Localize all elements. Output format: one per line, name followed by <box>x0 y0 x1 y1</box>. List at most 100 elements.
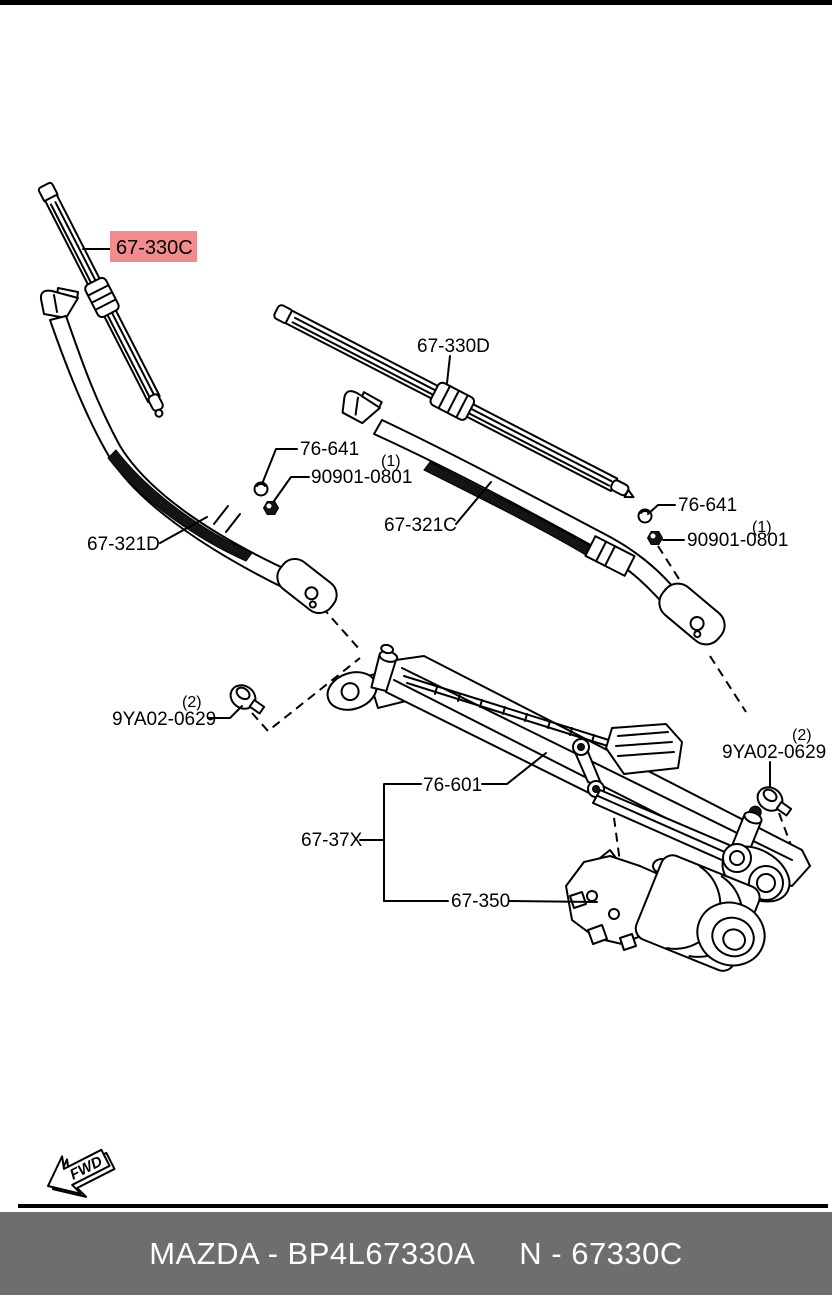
highlight-box <box>110 231 197 262</box>
footer-bar: MAZDA - BP4L67330A N - 67330C <box>0 1212 832 1295</box>
label-cap-right[interactable]: 76-641 <box>678 495 737 516</box>
label-nut-qty-left: (1) <box>381 453 401 470</box>
arm-left-hook <box>39 289 79 319</box>
label-bolt-qty-right: (2) <box>792 727 812 744</box>
leader-cap-right <box>647 504 676 515</box>
arm-right-pivot-plate <box>658 582 726 646</box>
fwd-arrow: FWD <box>47 1148 116 1198</box>
linkage-frame <box>385 655 811 887</box>
leader-lines <box>82 248 771 903</box>
arm-right-plate-hole-small <box>693 630 702 639</box>
label-blade-right[interactable]: 67-330D <box>417 336 490 357</box>
mount-nut-right <box>646 531 664 545</box>
wiper-blade-left <box>37 181 164 418</box>
clip-ridge <box>94 298 117 311</box>
flange-left-hole <box>340 682 360 702</box>
label-motor[interactable]: 67-350 <box>451 891 510 912</box>
linkage-assembly <box>326 643 811 903</box>
footer-rule <box>18 1204 828 1208</box>
cap-left-detail <box>256 483 266 487</box>
wiper-arm-left <box>39 287 338 615</box>
leader-cap-left <box>261 448 298 485</box>
arm-right-shadow <box>423 461 601 561</box>
leader-arm-left <box>159 516 208 544</box>
mount-nut-left <box>262 501 280 515</box>
motor-bracket-lug <box>619 933 637 951</box>
motor-bolt <box>586 890 598 902</box>
arm-right-hook <box>341 390 383 425</box>
link-rod-hatching <box>434 686 595 743</box>
flange-right-eye-hole <box>729 850 745 866</box>
blade-left-tip-hook <box>154 408 164 418</box>
label-bolt-right[interactable]: 9YA02-0629 <box>722 742 826 763</box>
arm-left-plate <box>276 557 338 615</box>
mount-bolt-right <box>756 786 793 817</box>
label-nut-left[interactable]: 90901-0801 <box>311 467 412 488</box>
nut-right-highlight <box>650 533 656 539</box>
label-cap-left[interactable]: 76-641 <box>300 439 359 460</box>
nut-left-highlight <box>266 503 272 509</box>
leader-blade-right <box>446 355 451 384</box>
leader-motor <box>383 900 598 903</box>
bolt-right-shank <box>775 801 793 817</box>
label-bolt-left[interactable]: 9YA02-0629 <box>112 709 216 730</box>
post-left-cap <box>380 643 395 655</box>
arm-left-plate-hole <box>304 586 319 601</box>
mount-bolt-left <box>229 684 266 715</box>
clip-ridge <box>455 394 469 419</box>
arm-left-joint-line <box>225 513 241 533</box>
wiper-arm-right <box>341 390 726 646</box>
arm-left-plate-hole-small <box>308 600 317 609</box>
label-blade-left[interactable]: 67-330C <box>116 237 193 259</box>
label-nut-qty-right: (1) <box>752 519 772 536</box>
blade-left-tip <box>147 393 164 412</box>
frame-inner-line <box>401 667 793 861</box>
alignment-dash <box>778 812 793 849</box>
ball-joint-center <box>577 743 585 751</box>
clip-ridge <box>91 291 113 304</box>
alignment-dash <box>251 657 361 733</box>
fwd-arrow-shape <box>47 1148 111 1195</box>
nut-left-hex <box>262 501 280 515</box>
motor-end-ring <box>722 928 747 951</box>
top-border-rule <box>0 0 832 5</box>
arm-right-joint-line <box>595 540 608 563</box>
leader-linkage <box>481 752 547 785</box>
nut-right-hex <box>646 531 664 545</box>
clip-ridge <box>437 385 451 409</box>
wiper-parts-diagram: 67-330C 67-330D 76-641 (1) 90901-0801 67… <box>37 181 826 1198</box>
arm-right-plate <box>658 582 726 646</box>
bolt-right-head-top <box>762 788 778 803</box>
center-bracket-ribs <box>615 731 675 757</box>
blade-right-tip-point <box>623 488 635 499</box>
part-label-blade-left[interactable]: 67-330C <box>110 231 197 262</box>
leader-nut-left <box>273 476 310 502</box>
motor-bolt <box>608 908 620 920</box>
arm-right-hook-line <box>354 396 359 416</box>
arm-right-hook-body <box>341 390 381 425</box>
ball-joint-center <box>592 785 600 793</box>
wiper-blade-right <box>273 304 635 499</box>
leader-arm-right <box>455 481 492 525</box>
clip-ridge <box>446 390 460 414</box>
alignment-dash <box>709 655 747 713</box>
arm-left-pivot-plate <box>276 557 338 615</box>
label-nut-right[interactable]: 90901-0801 <box>687 530 788 551</box>
label-bolt-qty-left: (2) <box>182 694 202 711</box>
bolt-left-head-top <box>235 686 251 701</box>
clip-ridge <box>87 284 110 297</box>
label-linkage[interactable]: 76-601 <box>423 775 482 796</box>
label-pivot-group[interactable]: 67-37X <box>301 830 363 851</box>
footer-brand-part: MAZDA - BP4L67330A <box>149 1235 476 1271</box>
arm-left-hook-line <box>53 294 58 313</box>
linkage-center-bracket <box>605 723 683 775</box>
bracket-pivot-group <box>359 783 422 902</box>
label-arm-left[interactable]: 67-321D <box>87 534 160 555</box>
label-arm-right[interactable]: 67-321C <box>384 515 457 536</box>
post-right-top <box>743 811 763 825</box>
footer-catalog-ref: N - 67330C <box>519 1235 683 1271</box>
motor-end-cap <box>696 901 766 967</box>
link-rod-edge <box>403 675 629 747</box>
arm-left-shadow <box>107 449 253 562</box>
